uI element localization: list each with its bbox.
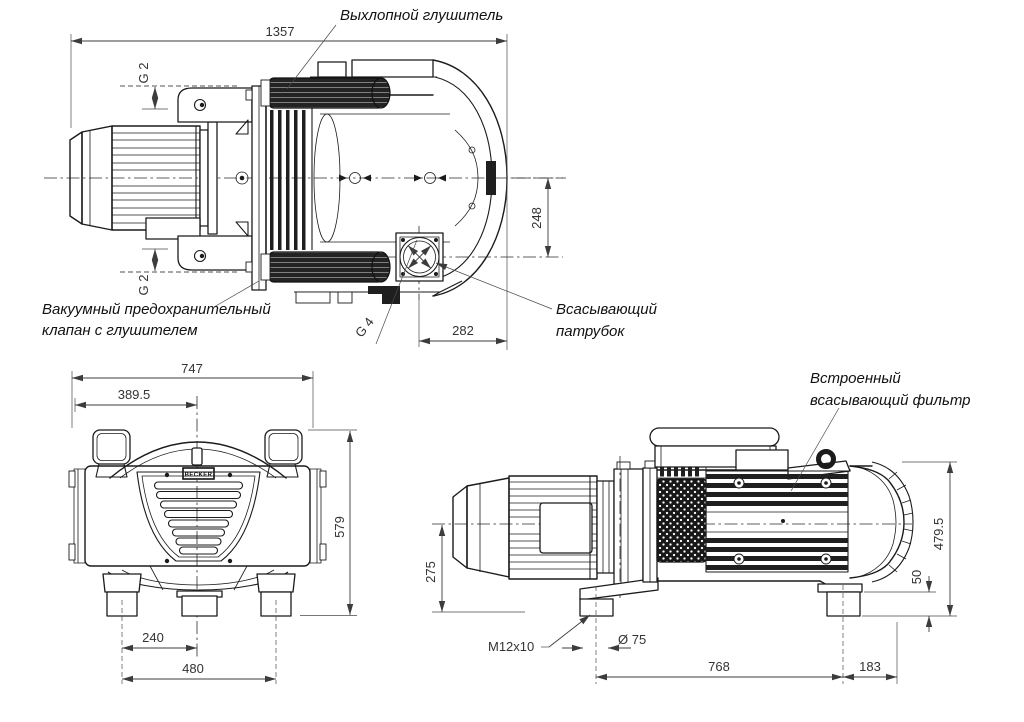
dim-port-g2-top: G 2 bbox=[136, 63, 168, 110]
label-text-safety-valve-1: Вакуумный предохранительный bbox=[42, 301, 271, 318]
brand-plate-edge bbox=[486, 161, 496, 195]
dim-mount-hole: Ø 75 bbox=[562, 632, 646, 652]
dim-text-50: 50 bbox=[909, 570, 924, 584]
housing-ribs bbox=[270, 110, 306, 250]
pump-body-side bbox=[642, 427, 914, 684]
top-dome bbox=[109, 441, 287, 479]
lower-housing bbox=[102, 565, 296, 617]
dim-text-o75: Ø 75 bbox=[618, 632, 646, 647]
foot-rear bbox=[817, 583, 863, 684]
dim-rear-overhang: 183 bbox=[843, 622, 898, 684]
label-suction-port: Всасывающий патрубок bbox=[435, 262, 658, 340]
dim-text-183: 183 bbox=[859, 659, 881, 674]
label-text-suction-2: патрубок bbox=[556, 323, 625, 340]
label-suction-filter: Встроенный всасывающий фильтр bbox=[790, 370, 971, 492]
dim-foot-height: 50 bbox=[864, 570, 936, 632]
label-exhaust-muffler: Выхлопной глушитель bbox=[286, 7, 503, 90]
dim-text-240: 240 bbox=[142, 630, 164, 645]
brand-badge: BECKER bbox=[182, 467, 215, 480]
dim-text-389-5: 389.5 bbox=[118, 387, 151, 402]
top-block bbox=[735, 449, 789, 471]
dim-text-480: 480 bbox=[182, 661, 204, 676]
pedestal-foot-left bbox=[579, 577, 659, 684]
dim-text-579: 579 bbox=[332, 516, 347, 538]
top-view: 1357 G 2 G 2 248 282 G 4 Вых bbox=[42, 7, 658, 350]
dim-suction-offset-x: 282 bbox=[418, 300, 507, 347]
label-safety-valve: Вакуумный предохранительный клапан с глу… bbox=[42, 280, 271, 339]
motor-nameplate bbox=[539, 502, 593, 554]
brand-badge-text: BECKER bbox=[185, 473, 213, 479]
pump-housing-top bbox=[265, 59, 508, 304]
cylinder-ribs bbox=[705, 470, 849, 573]
dim-mount-thread: M12x10 bbox=[488, 614, 591, 654]
mounting-flange bbox=[120, 85, 267, 291]
vent-grille bbox=[136, 471, 261, 562]
coupling-flange bbox=[613, 468, 644, 585]
lifting-eye bbox=[816, 449, 836, 469]
exhaust-muffler-top bbox=[260, 77, 391, 109]
dim-overall-width: 747 bbox=[71, 361, 314, 428]
dim-text-768: 768 bbox=[708, 659, 730, 674]
dim-feet-outer: 480 bbox=[122, 661, 276, 683]
dim-text-479-5: 479.5 bbox=[931, 518, 946, 551]
label-text-safety-valve-2: клапан с глушителем bbox=[42, 322, 197, 339]
dim-axis-height: 275 bbox=[423, 525, 525, 613]
dim-text-248: 248 bbox=[529, 207, 544, 229]
suction-flange bbox=[388, 226, 563, 300]
dim-text-747: 747 bbox=[181, 361, 203, 376]
dim-overall-height: 579 bbox=[300, 429, 357, 616]
motor-side bbox=[452, 456, 644, 598]
terminal-box bbox=[145, 217, 201, 240]
dim-total-height: 479.5 bbox=[862, 461, 957, 617]
end-cap bbox=[849, 461, 914, 583]
suction-filter-panel bbox=[656, 478, 707, 563]
motor-top bbox=[69, 121, 218, 240]
front-body: BECKER bbox=[68, 429, 327, 617]
dim-feet-center: 240 bbox=[122, 630, 197, 652]
base-bracket bbox=[368, 286, 400, 304]
label-text-suction-1: Всасывающий bbox=[556, 301, 658, 318]
port-text-g2-bottom: G 2 bbox=[136, 275, 151, 296]
dim-port-g2-bottom: G 2 bbox=[136, 248, 168, 296]
side-view: 275 479.5 50 M12x10 Ø 75 768 bbox=[423, 370, 971, 684]
front-view: BECKER bbox=[68, 361, 357, 684]
port-text-g4: G 4 bbox=[352, 314, 377, 340]
dim-text-275: 275 bbox=[423, 561, 438, 583]
label-text-exhaust-muffler: Выхлопной глушитель bbox=[340, 7, 503, 24]
dim-center-offset: 389.5 bbox=[74, 387, 197, 412]
dim-feet-span: 768 bbox=[596, 659, 843, 681]
port-text-g2-top: G 2 bbox=[136, 63, 151, 84]
center-marks bbox=[235, 171, 446, 185]
label-text-filter-2: всасывающий фильтр bbox=[810, 392, 971, 409]
label-text-filter-1: Встроенный bbox=[810, 370, 901, 387]
dim-text-282: 282 bbox=[452, 323, 474, 338]
dim-text-m12x10: M12x10 bbox=[488, 639, 534, 654]
dim-suction-offset-y: 248 bbox=[512, 177, 563, 257]
safety-valve-muffler bbox=[260, 251, 391, 283]
foot-center bbox=[181, 595, 218, 617]
dim-overall-length: 1357 bbox=[70, 24, 508, 350]
motor-fins bbox=[112, 132, 200, 224]
dim-text-1357: 1357 bbox=[266, 24, 295, 39]
